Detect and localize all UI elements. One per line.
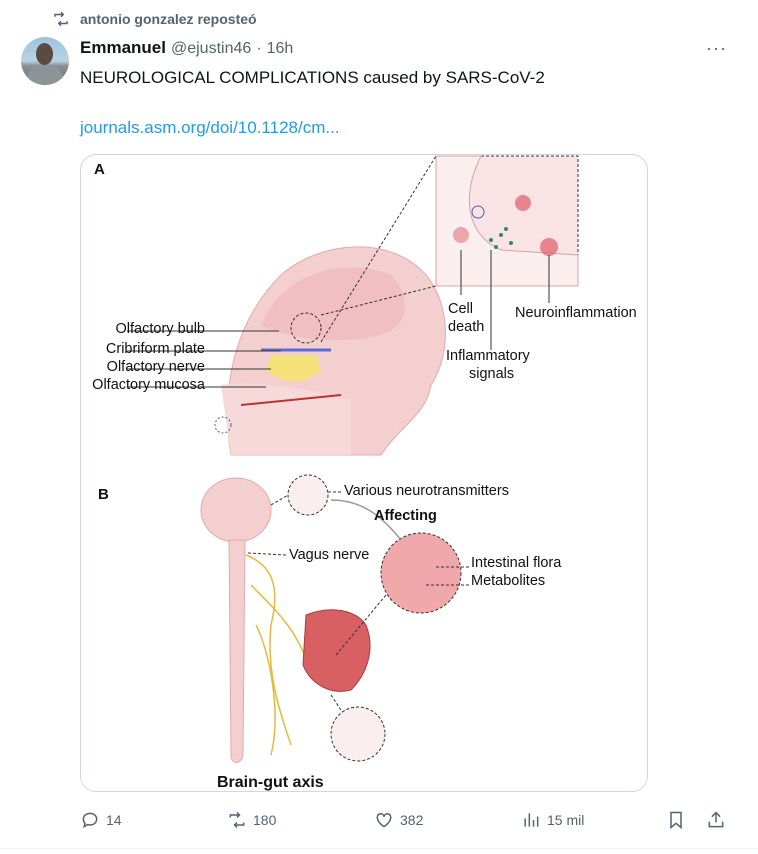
- views-button[interactable]: 15 mil: [521, 810, 584, 830]
- divider: [0, 848, 758, 849]
- inflammatory-label-2: signals: [469, 366, 515, 382]
- neuroinflammation-label: Neuroinflammation: [515, 305, 637, 321]
- olfactory-bulb-label: Olfactory bulb: [115, 321, 205, 337]
- like-button[interactable]: 382: [374, 810, 423, 830]
- bookmark-icon: [670, 811, 682, 830]
- inflammatory-label-1: Inflammatory: [446, 348, 530, 364]
- views-icon: [524, 813, 539, 827]
- author-handle[interactable]: @ejustin46: [170, 40, 252, 57]
- repost-indicator[interactable]: antonio gonzalez reposteó: [52, 10, 257, 28]
- repost-text: antonio gonzalez reposteó: [80, 11, 257, 27]
- repost-button[interactable]: 180: [227, 810, 276, 830]
- vagus-nerve-label: Vagus nerve: [289, 547, 370, 563]
- more-options-button[interactable]: ···: [706, 38, 727, 58]
- heart-icon: [376, 812, 392, 828]
- cell-death-label-1: Cell: [448, 301, 473, 317]
- reply-count: 14: [106, 812, 122, 828]
- panel-a-label: A: [94, 161, 105, 178]
- repost-icon: [229, 811, 245, 829]
- reply-button[interactable]: 14: [80, 810, 122, 830]
- like-count: 382: [400, 812, 424, 828]
- metabolites-label: Metabolites: [471, 573, 546, 589]
- repost-count: 180: [253, 812, 277, 828]
- repost-icon: [54, 11, 68, 27]
- intestinal-flora-label: Intestinal flora: [471, 555, 562, 571]
- affecting-label: Affecting: [374, 508, 437, 524]
- timestamp[interactable]: 16h: [266, 40, 294, 57]
- share-icon: [708, 811, 724, 828]
- tweet-header: Emmanuel @ejustin46 · 16h: [80, 38, 293, 58]
- brain-gut-axis-label: Brain-gut axis: [217, 774, 324, 791]
- reply-icon: [82, 812, 98, 829]
- author-name[interactable]: Emmanuel: [80, 38, 166, 57]
- avatar[interactable]: [21, 37, 69, 85]
- neurotransmitters-label: Various neurotransmitters: [344, 483, 509, 499]
- views-count: 15 mil: [547, 812, 585, 828]
- olfactory-nerve-label: Olfactory nerve: [106, 359, 205, 375]
- cell-death-label-2: death: [448, 319, 485, 335]
- panel-b-label: B: [98, 486, 109, 503]
- cribriform-plate-label: Cribriform plate: [105, 341, 205, 357]
- tweet-media-image[interactable]: A Olfactory bulb Cribriform plate Olfact…: [80, 154, 648, 792]
- bookmark-button[interactable]: [666, 810, 686, 830]
- figure-illustration: [127, 155, 579, 763]
- separator: ·: [256, 40, 262, 57]
- tweet-text: NEUROLOGICAL COMPLICATIONS caused by SAR…: [80, 68, 545, 87]
- action-bar: 14 180 382 15 mil: [80, 810, 730, 834]
- share-button[interactable]: [706, 810, 726, 830]
- olfactory-mucosa-label: Olfactory mucosa: [92, 377, 205, 393]
- tweet-link[interactable]: journals.asm.org/doi/10.1128/cm...: [80, 118, 340, 137]
